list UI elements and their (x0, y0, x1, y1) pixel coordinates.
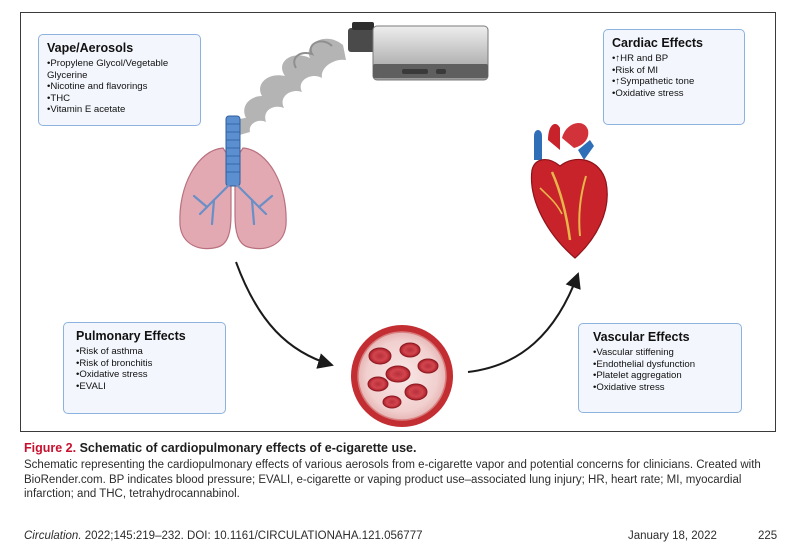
page-number: 225 (758, 530, 778, 542)
lungs-icon (179, 115, 287, 250)
page-footer: Circulation. 2022;145:219–232. DOI: 10.1… (24, 530, 782, 542)
cardiac-effects-title: Cardiac Effects (612, 36, 704, 50)
vape-aerosols-title: Vape/Aerosols (47, 41, 134, 55)
footer-date: January 18, 2022 (628, 530, 717, 542)
list-item: •Risk of MI (612, 64, 659, 76)
heart-icon (530, 123, 608, 259)
list-item: •↑HR and BP (612, 53, 669, 64)
list-item: •Platelet aggregation (593, 370, 682, 382)
list-item: •Propylene Glycol/Vegetable Glycerine (47, 58, 169, 81)
list-item: •Oxidative stress (612, 87, 684, 99)
list-item: •Oxidative stress (76, 369, 148, 381)
vape-aerosols-list: •Propylene Glycol/Vegetable Glycerine •N… (47, 58, 192, 116)
caption-body: Schematic representing the cardiopulmona… (24, 459, 761, 500)
cardiac-effects-box: Cardiac Effects •↑HR and BP •Risk of MI … (603, 29, 745, 125)
journal-name: Circulation. (24, 530, 82, 542)
figure-label: Figure 2. (24, 441, 77, 455)
cardiac-effects-list: •↑HR and BP •Risk of MI •↑Sympathetic to… (612, 53, 736, 99)
vapor-cloud-icon (233, 38, 346, 136)
list-item: •Vitamin E acetate (47, 104, 126, 116)
list-item: •Endothelial dysfunction (593, 358, 696, 370)
caption-heading: Schematic of cardiopulmonary effects of … (79, 441, 417, 455)
figure-caption: Figure 2. Schematic of cardiopulmonary e… (24, 441, 784, 502)
pulmonary-effects-list: •Risk of asthma •Risk of bronchitis •Oxi… (76, 346, 217, 392)
figure-illustrations (179, 22, 608, 427)
lung-to-vessel-arrow (235, 261, 334, 369)
footer-citation: 2022;145:219–232. DOI: 10.1161/CIRCULATI… (81, 530, 423, 542)
pulmonary-effects-title: Pulmonary Effects (76, 329, 186, 343)
vessel-to-heart-arrow (467, 272, 581, 373)
caption-title: Figure 2. Schematic of cardiopulmonary e… (24, 441, 784, 456)
blood-vessel-icon (351, 325, 453, 427)
list-item: •Nicotine and flavorings (47, 81, 148, 93)
pulmonary-effects-box: Pulmonary Effects •Risk of asthma •Risk … (63, 322, 226, 414)
list-item: •↑Sympathetic tone (612, 76, 695, 88)
vascular-effects-title: Vascular Effects (593, 330, 690, 344)
vape-aerosols-box: Vape/Aerosols •Propylene Glycol/Vegetabl… (38, 34, 201, 126)
list-item: •Oxidative stress (593, 381, 665, 393)
vascular-effects-box: Vascular Effects •Vascular stiffening •E… (578, 323, 742, 413)
list-item: •EVALI (76, 380, 106, 392)
list-item: •Risk of bronchitis (76, 357, 153, 369)
list-item: •Risk of asthma (76, 346, 143, 357)
list-item: •Vascular stiffening (593, 347, 674, 358)
e-cigarette-icon (348, 22, 489, 81)
list-item: •THC (47, 92, 71, 104)
vascular-effects-list: •Vascular stiffening •Endothelial dysfun… (593, 347, 733, 393)
